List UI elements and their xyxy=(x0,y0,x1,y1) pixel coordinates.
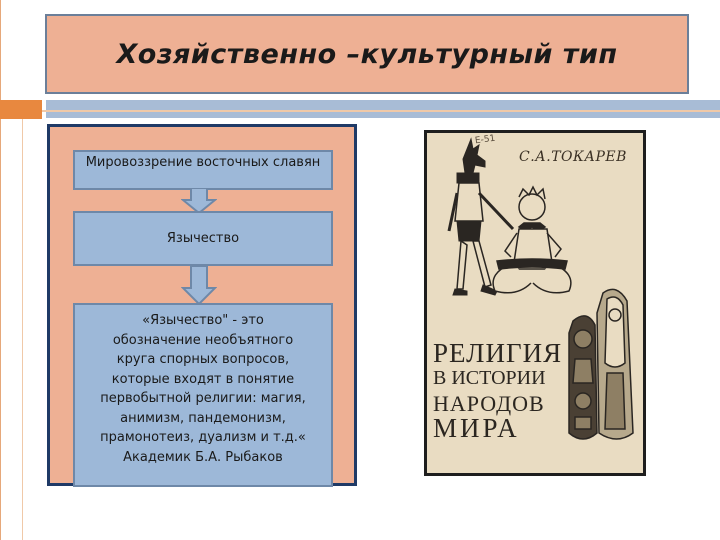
book-cover: Е-51 С.А.ТОКАРЕВ РЕЛИГИЯ В ИСТОРИИ НАРОД… xyxy=(427,133,643,473)
book-title: РЕЛИГИЯ В ИСТОРИИ НАРОДОВ МИРА xyxy=(433,338,573,443)
slide-edge-line xyxy=(0,0,1,540)
slide-title-box: Хозяйственно –культурный тип xyxy=(45,14,689,94)
slide-side-rule xyxy=(22,100,23,540)
title-underline-rule xyxy=(42,110,720,112)
title-accent-orange xyxy=(0,100,42,119)
worldview-label: Мировоззрение восточных славян xyxy=(85,155,321,170)
paganism-box: Язычество xyxy=(73,211,333,266)
book-author: С.А.ТОКАРЕВ xyxy=(519,149,627,165)
paganism-label: Язычество xyxy=(166,230,240,246)
book-title-line: МИРА xyxy=(433,413,520,443)
worldview-box: Мировоззрение восточных славян xyxy=(73,150,333,190)
slide-title: Хозяйственно –культурный тип xyxy=(116,38,618,70)
book-title-line: В ИСТОРИИ xyxy=(433,367,546,389)
arrow-down-icon xyxy=(181,188,217,214)
book-title-line: НАРОДОВ xyxy=(433,391,545,416)
diagram-panel: Мировоззрение восточных славян Язычество… xyxy=(47,124,357,487)
book-title-line: РЕЛИГИЯ xyxy=(433,338,563,368)
paganism-definition-box: «Язычество" - это обозначение необъятног… xyxy=(73,303,333,487)
paganism-definition-text: «Язычество" - это обозначение необъятног… xyxy=(100,313,306,465)
title-accent-bar xyxy=(46,100,720,118)
arrow-down-icon xyxy=(181,266,217,306)
book-cover-frame: Е-51 С.А.ТОКАРЕВ РЕЛИГИЯ В ИСТОРИИ НАРОД… xyxy=(424,130,646,476)
book-illustration xyxy=(447,137,634,440)
